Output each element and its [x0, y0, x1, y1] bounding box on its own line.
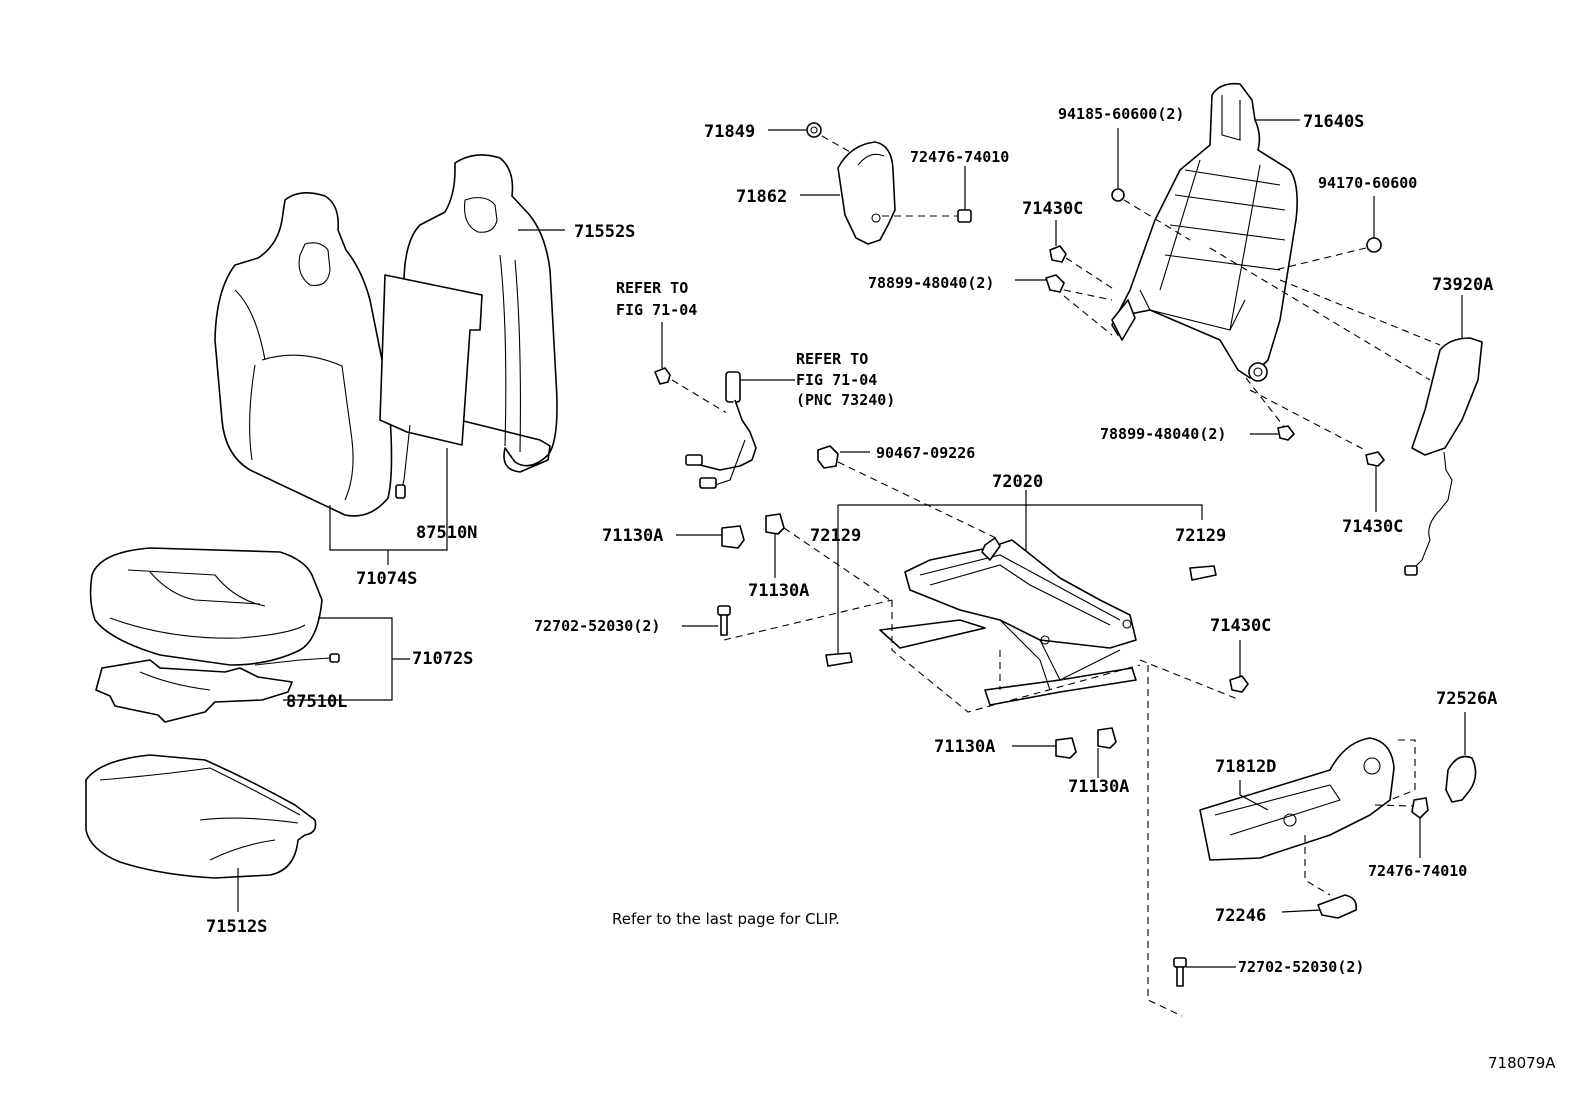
bolt-71430C-mid[interactable]	[1229, 675, 1249, 693]
bolt-90467[interactable]	[817, 445, 839, 469]
screw-72476-bottom[interactable]	[1411, 797, 1429, 819]
label-87510L: 87510L	[286, 692, 347, 712]
clip-71130A-d[interactable]	[1097, 727, 1117, 749]
label-71552S: 71552S	[574, 222, 635, 242]
seat-cushion-cover[interactable]	[89, 547, 323, 666]
bolt-78899-bot[interactable]	[1277, 425, 1295, 441]
bolt-71430C-top[interactable]	[1049, 245, 1067, 263]
label-71512S: 71512S	[206, 917, 267, 937]
nut-94170[interactable]	[1366, 237, 1382, 253]
label-72526A: 72526A	[1436, 689, 1497, 709]
label-90467-09226: 90467-09226	[876, 444, 975, 462]
clip-71130A-a[interactable]	[721, 525, 745, 549]
label-refer2-line1: REFER TO	[796, 350, 868, 368]
label-72020: 72020	[992, 472, 1043, 492]
seat-belt-buckle[interactable]	[685, 371, 757, 489]
side-shield[interactable]	[1199, 737, 1395, 861]
label-71130A-a: 71130A	[602, 526, 663, 546]
label-71430C-top: 71430C	[1022, 199, 1083, 219]
label-94170-60600: 94170-60600	[1318, 174, 1417, 192]
bolt-71430C-right[interactable]	[1365, 451, 1385, 467]
label-72702-52030-bot: 72702-52030(2)	[1238, 958, 1364, 976]
nut-94185[interactable]	[1111, 188, 1125, 202]
label-72476-74010-top: 72476-74010	[910, 148, 1009, 166]
label-refer1-line2: FIG 71-04	[616, 301, 697, 319]
label-73920A: 73920A	[1432, 275, 1493, 295]
label-71862: 71862	[736, 187, 787, 207]
label-71074S: 71074S	[356, 569, 417, 589]
label-refer2-line3: (PNC 73240)	[796, 391, 895, 409]
label-72476-74010-bot: 72476-74010	[1368, 862, 1467, 880]
seat-cushion-heater[interactable]	[95, 653, 340, 723]
label-refer1-line1: REFER TO	[616, 279, 688, 297]
label-72129-left: 72129	[810, 526, 861, 546]
label-78899-48040-top: 78899-48040(2)	[868, 274, 994, 292]
seat-back-cover[interactable]	[214, 192, 393, 517]
shield-71862[interactable]	[837, 141, 896, 245]
label-71849: 71849	[704, 122, 755, 142]
clip-note: Refer to the last page for CLIP.	[612, 910, 840, 928]
label-71130A-b: 71130A	[748, 581, 809, 601]
bolt-78899-top[interactable]	[1045, 274, 1065, 293]
seat-back-heater[interactable]	[379, 274, 483, 499]
label-72129-right: 72129	[1175, 526, 1226, 546]
label-71640S: 71640S	[1303, 112, 1364, 132]
label-71072S: 71072S	[412, 649, 473, 669]
knob-72526A[interactable]	[1445, 755, 1477, 803]
clip-71130A-b[interactable]	[765, 513, 785, 535]
label-94185-60600: 94185-60600(2)	[1058, 105, 1184, 123]
label-71430C-right: 71430C	[1342, 517, 1403, 537]
screw-72476-top[interactable]	[957, 209, 972, 223]
label-71812D: 71812D	[1215, 757, 1276, 777]
slider-72129-right[interactable]	[1189, 565, 1217, 581]
lever-72246[interactable]	[1317, 894, 1358, 919]
seat-cushion-pad[interactable]	[85, 754, 317, 879]
label-78899-48040-bot: 78899-48040(2)	[1100, 425, 1226, 443]
bolt-72702-left[interactable]	[717, 605, 731, 636]
clip-71130A-c[interactable]	[1055, 737, 1077, 759]
label-refer2-line2: FIG 71-04	[796, 371, 877, 389]
bolt-72702-bottom[interactable]	[1173, 957, 1187, 987]
cap-71849[interactable]	[806, 122, 822, 138]
label-71430C-mid: 71430C	[1210, 616, 1271, 636]
label-72246: 72246	[1215, 906, 1266, 926]
label-71130A-c: 71130A	[934, 737, 995, 757]
label-72702-52030-left: 72702-52030(2)	[534, 617, 660, 635]
label-71130A-d: 71130A	[1068, 777, 1129, 797]
side-airbag[interactable]	[1404, 337, 1483, 576]
seat-adjuster-frame[interactable]	[879, 537, 1137, 706]
label-87510N: 87510N	[416, 523, 477, 543]
bolt-refer[interactable]	[654, 367, 671, 385]
slider-72129-left[interactable]	[825, 652, 853, 667]
figure-id: 718079A	[1488, 1054, 1556, 1072]
seat-back-frame[interactable]	[1111, 82, 1298, 382]
